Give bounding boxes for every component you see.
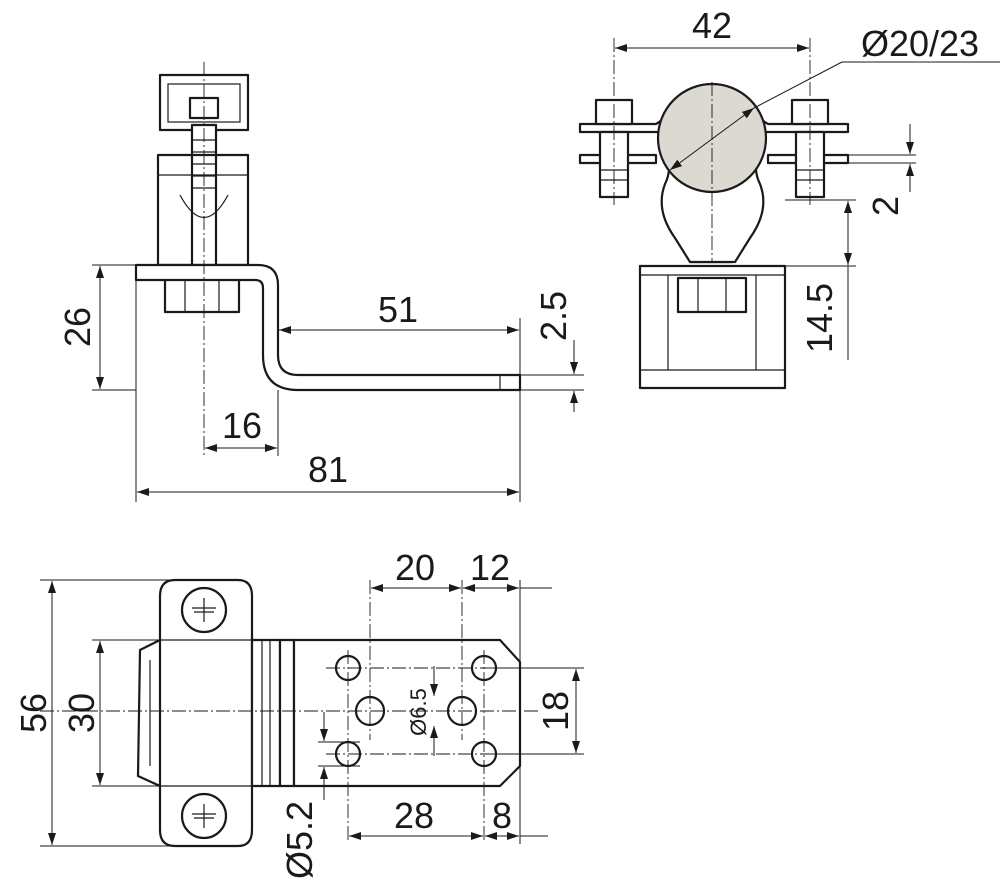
front-right-screw xyxy=(794,130,826,199)
dim-56: 56 xyxy=(13,693,54,733)
dim-8: 8 xyxy=(492,795,512,836)
dim-81: 81 xyxy=(308,449,348,490)
dim-28: 28 xyxy=(394,795,434,836)
dim-small-hole: Ø5.2 xyxy=(279,801,320,879)
dim-center-hole: Ø6.5 xyxy=(406,688,431,736)
side-nut xyxy=(163,276,241,314)
dim-12: 12 xyxy=(470,547,510,588)
dim-51: 51 xyxy=(378,289,418,330)
dim-20: 20 xyxy=(395,547,435,588)
dim-2-5: 2.5 xyxy=(533,291,574,341)
dim-16: 16 xyxy=(222,405,262,446)
plan-clamp-housing xyxy=(158,578,254,848)
side-view: 26 51 16 81 2.5 xyxy=(57,62,584,502)
dim-26: 26 xyxy=(57,307,98,347)
dim-30: 30 xyxy=(61,693,102,733)
dim-2: 2 xyxy=(865,196,906,216)
dim-18: 18 xyxy=(535,691,576,731)
plan-view: 20 12 56 30 18 Ø6.5 28 8 xyxy=(13,547,584,879)
dim-42: 42 xyxy=(692,5,732,46)
front-view: 42 Ø20/23 2 14.5 xyxy=(578,5,1000,390)
dim-14-5: 14.5 xyxy=(799,283,840,353)
dim-pipe-diameter: Ø20/23 xyxy=(861,23,979,64)
